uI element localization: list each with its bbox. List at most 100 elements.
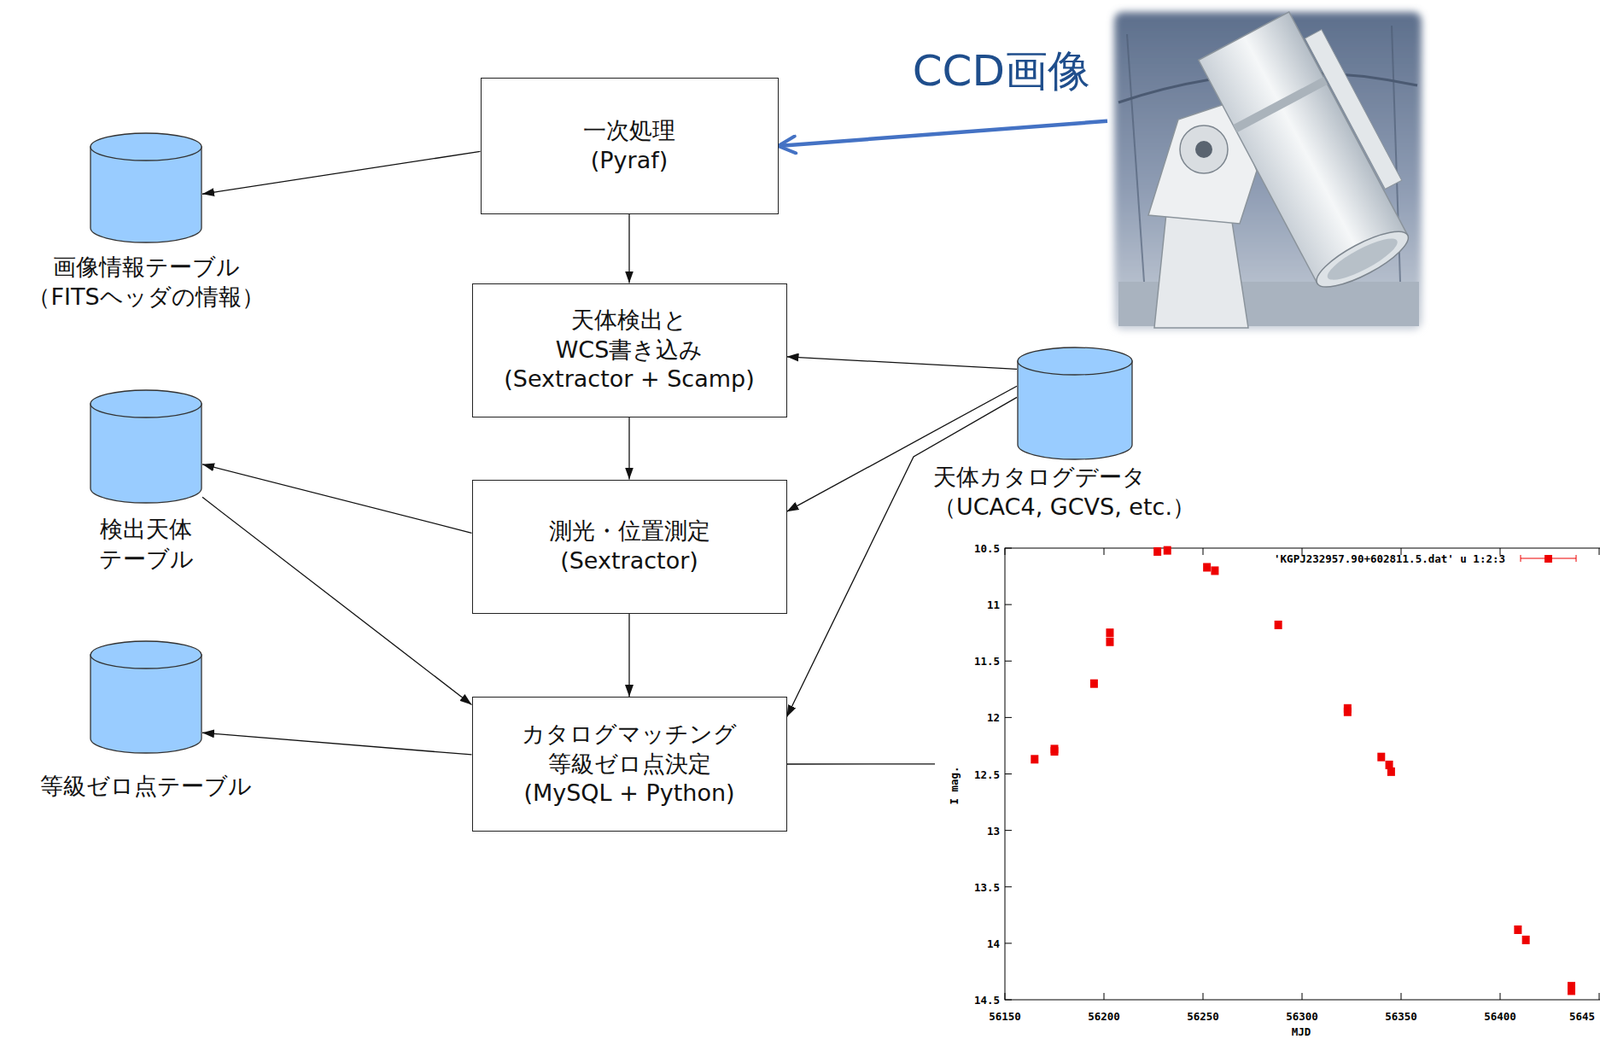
tick-mark bbox=[1401, 992, 1402, 1000]
table-name: 画像情報テーブル bbox=[52, 252, 240, 283]
tick-mark bbox=[1004, 829, 1012, 831]
data-point bbox=[1343, 707, 1352, 717]
axis-tick-label: 56400 bbox=[1483, 1010, 1517, 1023]
data-point bbox=[1030, 754, 1039, 764]
tick-mark bbox=[1103, 548, 1105, 555]
process-box: カタログマッチング 等級ゼロ点決定(MySQL + Python) bbox=[472, 696, 788, 832]
axis-tick-label: 14.5 bbox=[974, 993, 1000, 1007]
telescope-photo: CCD画像 bbox=[1107, 5, 1429, 337]
cylinder-top bbox=[90, 641, 202, 669]
tick-mark bbox=[1004, 886, 1012, 888]
table-name: 等級ゼロ点テーブル bbox=[40, 771, 252, 802]
data-point bbox=[1567, 986, 1576, 995]
cylinder-top bbox=[1017, 347, 1133, 375]
data-point bbox=[1105, 628, 1114, 637]
text-group: 天体検出と WCS書き込み(Sextractor + Scamp) bbox=[503, 305, 754, 395]
axis-title: MJD bbox=[1291, 1025, 1312, 1039]
data-point bbox=[1274, 620, 1283, 630]
image-caption: CCD画像 bbox=[912, 44, 1091, 99]
process-name: 天体検出と WCS書き込み bbox=[555, 305, 704, 365]
axis-tick-label: 14 bbox=[986, 936, 1000, 950]
cylinder-body bbox=[90, 146, 202, 243]
axis-tick-label: 11 bbox=[986, 598, 1000, 612]
database-cylinder: 検出天体 テーブル bbox=[89, 389, 203, 503]
axis-tick-label: 56250 bbox=[1186, 1010, 1220, 1023]
cylinder-body bbox=[90, 403, 202, 503]
illustration-part bbox=[1232, 76, 1328, 133]
process-box: 天体検出と WCS書き込み(Sextractor + Scamp) bbox=[472, 283, 788, 418]
tick-mark bbox=[1004, 660, 1012, 662]
text-group: 検出天体 テーブル bbox=[99, 514, 194, 574]
data-flow-arrow bbox=[787, 356, 1018, 370]
tick-mark bbox=[1004, 604, 1012, 606]
data-point bbox=[1163, 546, 1172, 555]
tick-mark bbox=[1202, 548, 1204, 555]
illustration-part bbox=[1304, 29, 1402, 190]
database-cylinder: 画像情報テーブル（FITSヘッダの情報） bbox=[89, 132, 203, 243]
database-cylinder: 天体カタログデータ（UCAC4, GCVS, etc.） bbox=[1016, 346, 1133, 460]
illustration-part bbox=[1127, 34, 1145, 282]
axis-tick-label: 56350 bbox=[1384, 1010, 1418, 1023]
process-name: 測光・位置測定 bbox=[548, 516, 711, 547]
axis-tick-label: 12.5 bbox=[974, 767, 1000, 781]
tool-name: (Sextractor) bbox=[560, 546, 699, 577]
tick-mark bbox=[1004, 999, 1012, 1001]
axis-title: I mag. bbox=[947, 765, 961, 805]
data-flow-arrow bbox=[202, 496, 473, 705]
text-group: 一次処理(Pyraf) bbox=[583, 116, 676, 176]
text-group: 天体カタログデータ（UCAC4, GCVS, etc.） bbox=[933, 462, 1196, 522]
data-flow-arrow bbox=[202, 151, 481, 194]
tick-mark bbox=[1302, 992, 1303, 1000]
text-group: 等級ゼロ点テーブル bbox=[40, 771, 252, 802]
data-point bbox=[1153, 547, 1162, 556]
tool-name: (Sextractor + Scamp) bbox=[503, 364, 754, 395]
axis-tick-label: 56200 bbox=[1087, 1010, 1121, 1023]
tool-name: (Pyraf) bbox=[590, 145, 668, 176]
tick-mark bbox=[1103, 992, 1105, 1000]
data-flow-arrow bbox=[787, 397, 1018, 717]
key-sample bbox=[1576, 554, 1577, 562]
light-curve-chart: 'KGPJ232957.90+602811.5.dat' u 1:2:3 bbox=[934, 540, 1600, 1045]
data-flow-arrow bbox=[628, 214, 630, 284]
tick-mark bbox=[1202, 992, 1204, 1000]
tick-mark bbox=[1500, 992, 1501, 1000]
input-arrow bbox=[778, 121, 1109, 146]
key-sample bbox=[1520, 554, 1522, 562]
data-point bbox=[1210, 566, 1219, 575]
illustration-part bbox=[1179, 125, 1228, 174]
process-name: カタログマッチング 等級ゼロ点決定 bbox=[521, 719, 737, 779]
process-name: 一次処理 bbox=[583, 116, 676, 146]
cylinder-body bbox=[1017, 361, 1133, 460]
text-group: 画像情報テーブル（FITSヘッダの情報） bbox=[27, 252, 264, 312]
data-flow-arrow bbox=[628, 613, 630, 698]
key-sample bbox=[1544, 554, 1553, 563]
data-flow-arrow bbox=[787, 385, 1018, 512]
cylinder-outline bbox=[89, 640, 203, 754]
tick-mark bbox=[1004, 548, 1006, 555]
cylinder-body bbox=[90, 654, 202, 754]
cylinder-outline bbox=[89, 389, 203, 503]
data-point bbox=[1522, 935, 1530, 945]
data-point bbox=[1051, 747, 1059, 756]
data-flow-arrow bbox=[202, 464, 473, 534]
illustration-part bbox=[1195, 140, 1213, 158]
tick-mark bbox=[1004, 773, 1012, 775]
illustration-part bbox=[1309, 221, 1415, 298]
tick-mark bbox=[1004, 992, 1006, 1000]
database-cylinder: 等級ゼロ点テーブル bbox=[89, 640, 203, 754]
text-group: 測光・位置測定(Sextractor) bbox=[548, 516, 711, 576]
telescope-illustration bbox=[1114, 2, 1433, 330]
data-point bbox=[1387, 767, 1396, 777]
light-curve-plot bbox=[1004, 546, 1600, 1000]
data-point bbox=[1202, 562, 1211, 572]
table-name: （FITSヘッダの情報） bbox=[27, 282, 264, 313]
cylinder-top bbox=[90, 390, 202, 418]
axis-tick-label: 12 bbox=[986, 711, 1000, 725]
table-name: 天体カタログデータ bbox=[933, 462, 1146, 493]
text-group: CCD画像 bbox=[912, 44, 1091, 99]
axis-tick-label: 56150 bbox=[988, 1010, 1022, 1023]
data-point bbox=[1090, 679, 1098, 689]
illustration-part bbox=[1114, 11, 1422, 330]
